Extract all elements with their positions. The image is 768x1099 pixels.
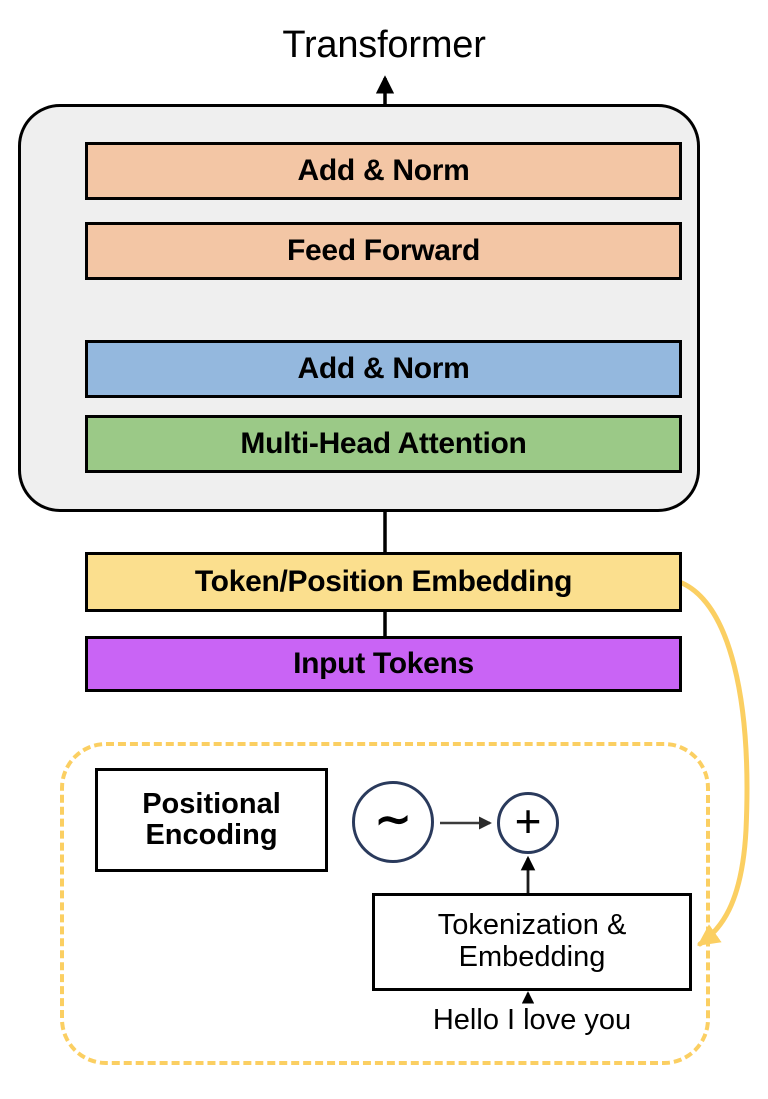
block-positional-encoding[interactable]: Positional Encoding bbox=[95, 768, 328, 872]
page-title: Transformer bbox=[282, 24, 486, 66]
tokenization-line-2: Embedding bbox=[458, 941, 606, 973]
block-add-and-norm-ffn[interactable]: Add & Norm bbox=[85, 142, 682, 200]
block-multi-head-attention[interactable]: Multi-Head Attention bbox=[85, 415, 682, 473]
plus-icon: + bbox=[497, 792, 559, 854]
block-input-tokens[interactable]: Input Tokens bbox=[85, 636, 682, 692]
positional-encoding-line-1: Positional bbox=[142, 787, 281, 820]
block-add-and-norm-attention[interactable]: Add & Norm bbox=[85, 340, 682, 398]
block-token-position-embedding[interactable]: Token/Position Embedding bbox=[85, 552, 682, 612]
positional-encoding-line-2: Encoding bbox=[145, 819, 278, 851]
tokenization-line-1: Tokenization & bbox=[437, 909, 627, 942]
plus-glyph: + bbox=[514, 794, 542, 847]
sine-wave-glyph: ∼ bbox=[374, 795, 412, 844]
block-feed-forward[interactable]: Feed Forward bbox=[85, 222, 682, 280]
sample-input-text: Hello I love you bbox=[432, 1004, 632, 1036]
detail-dashed-region bbox=[60, 742, 710, 1065]
sine-wave-icon: ∼ bbox=[352, 781, 434, 863]
block-tokenization-and-embedding[interactable]: Tokenization & Embedding bbox=[372, 893, 692, 991]
